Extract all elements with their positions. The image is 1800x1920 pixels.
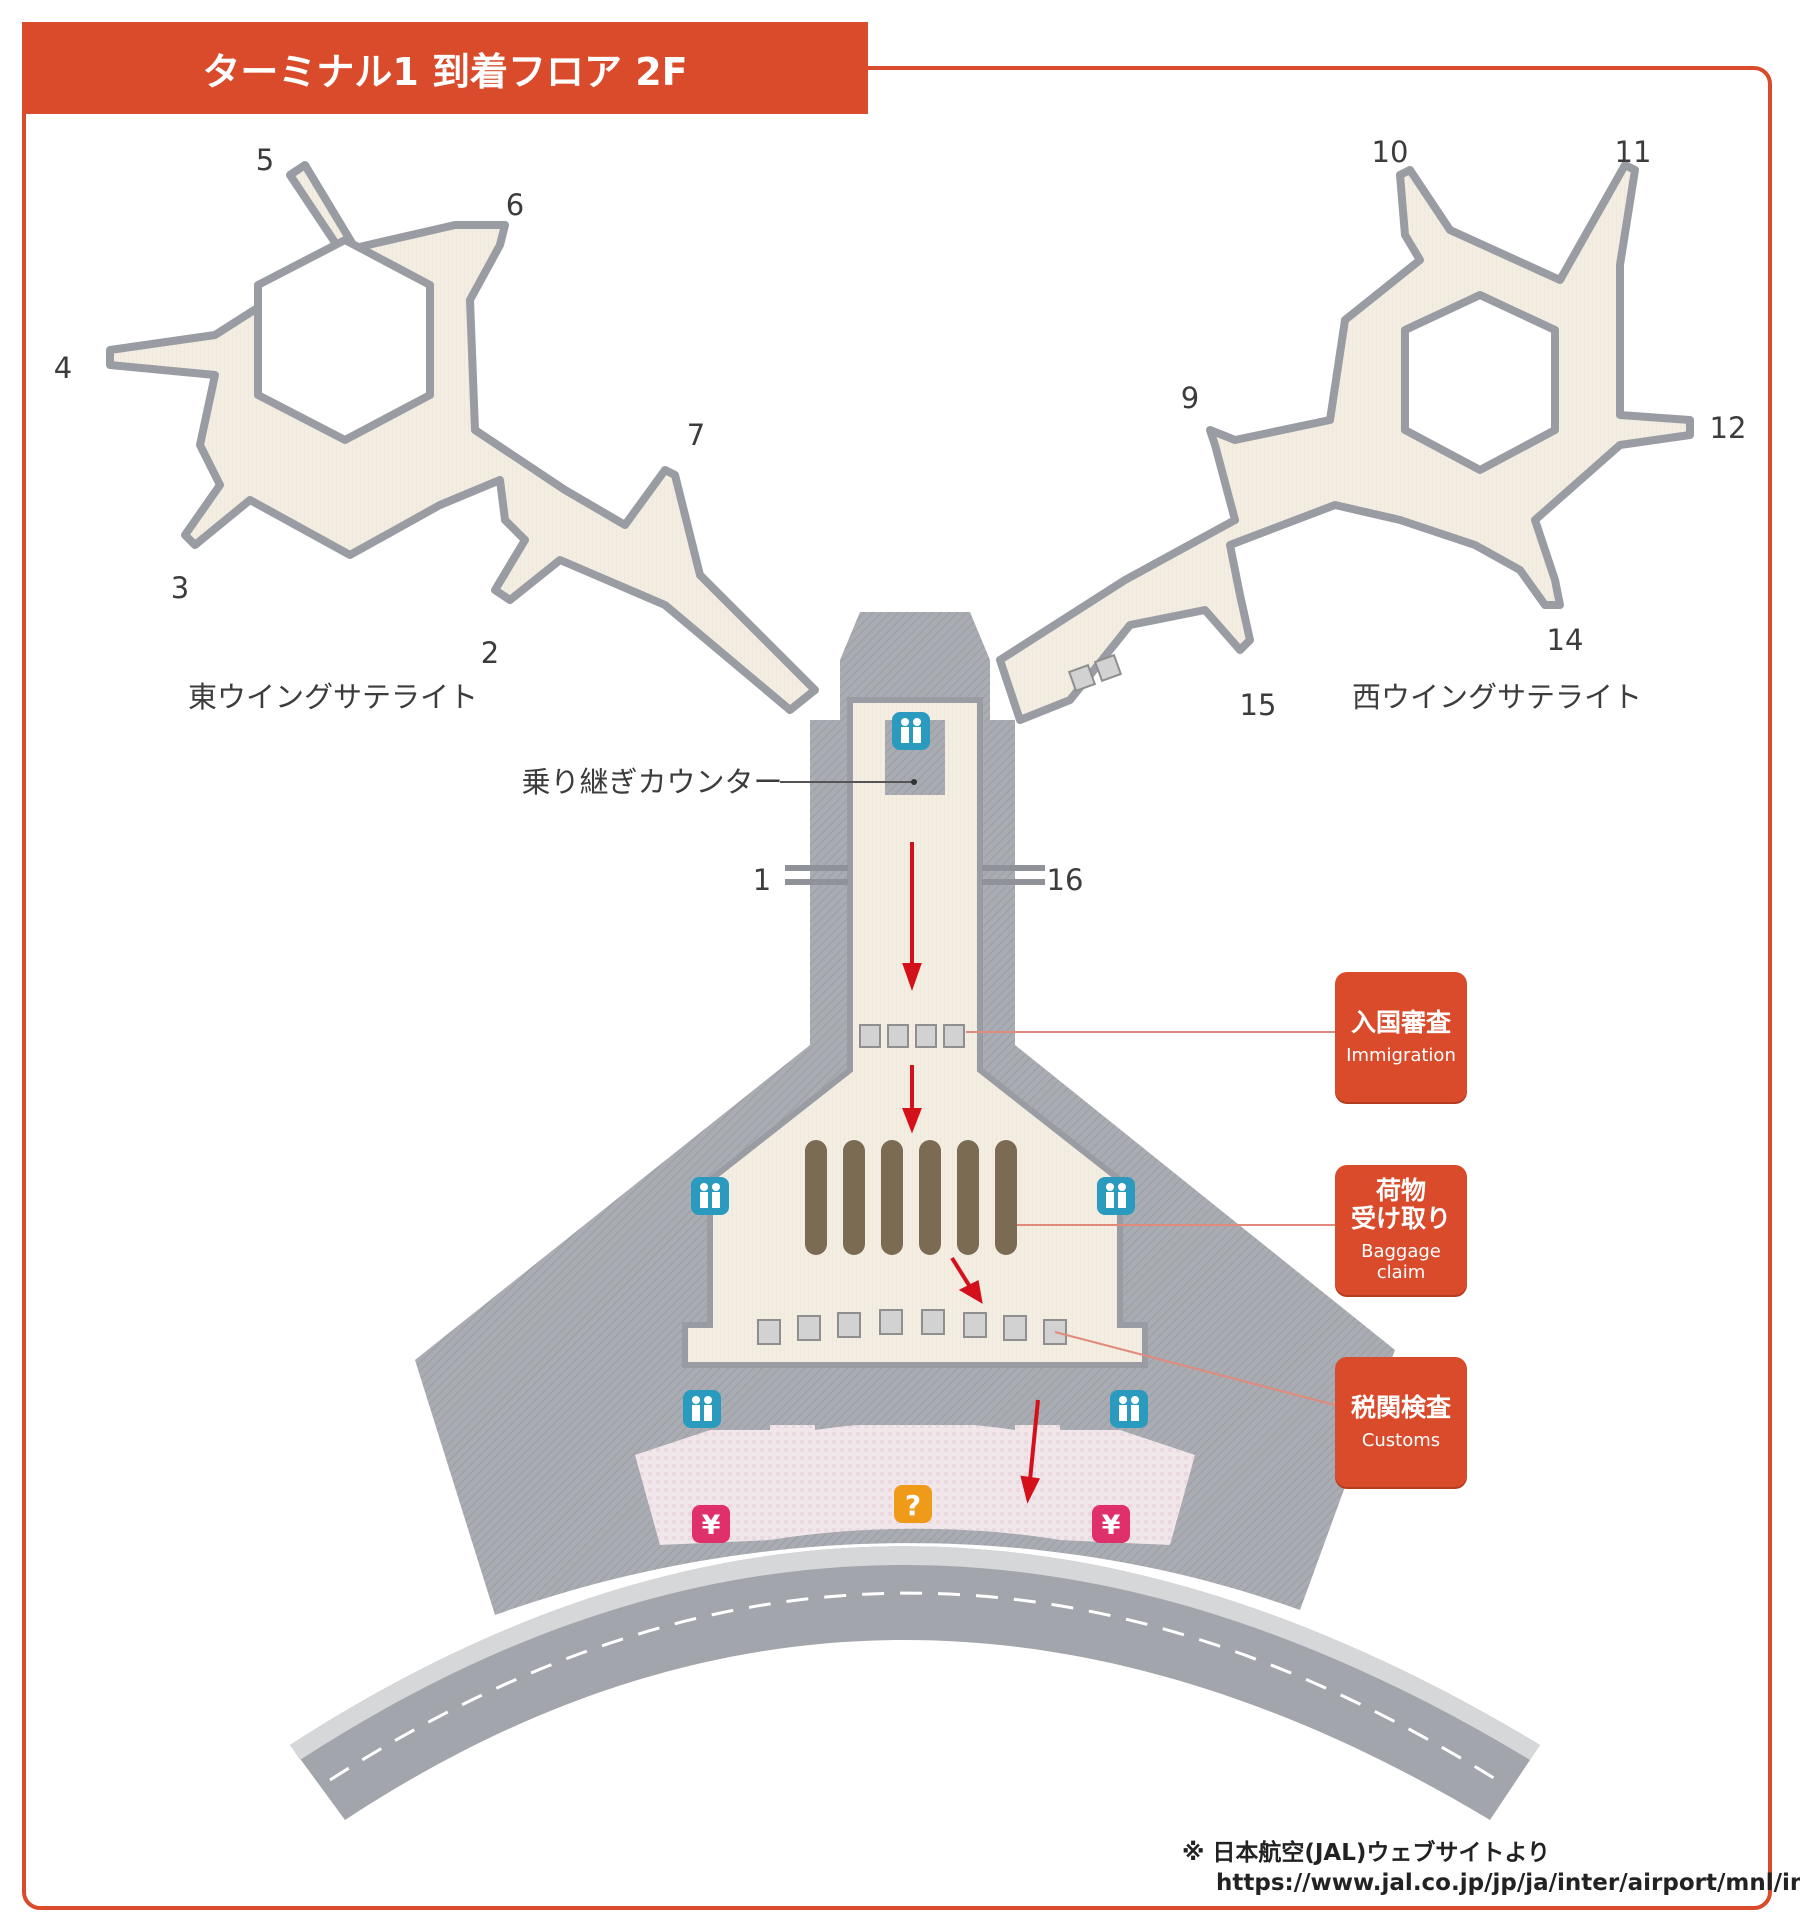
immigration-booths <box>859 1024 965 1048</box>
baggage-carousel <box>843 1140 865 1255</box>
customs-booth <box>757 1319 781 1345</box>
baggage-claim-label: 荷物 受け取り Baggage claim <box>1335 1165 1467 1295</box>
west-wing-label: 西ウイングサテライト <box>1352 680 1642 714</box>
customs-booth <box>963 1312 987 1338</box>
transit-booth <box>1093 653 1123 683</box>
page-title: ターミナル1 到着フロア 2F <box>22 22 868 114</box>
baggage-claim-label-en: Baggage claim <box>1361 1241 1441 1283</box>
direction-arrow-icon <box>950 1256 983 1304</box>
arrival-hall <box>635 1410 1195 1545</box>
source-credit: ※ 日本航空(JAL)ウェブサイトより https://www.jal.co.j… <box>1182 1838 1800 1898</box>
east-wing-label: 東ウイングサテライト <box>188 680 478 714</box>
gate-number: 4 <box>54 351 72 385</box>
restroom-icon <box>683 1390 721 1428</box>
immigration-booth <box>915 1024 937 1048</box>
baggage-carousel <box>995 1140 1017 1255</box>
information-icon: ? <box>894 1485 932 1523</box>
svg-text:¥: ¥ <box>702 1510 721 1541</box>
gate-number: 14 <box>1547 623 1584 657</box>
transit-booths <box>1067 653 1123 693</box>
customs-booth <box>797 1315 821 1341</box>
immigration-label-ja: 入国審査 <box>1350 1007 1451 1037</box>
gate-number: 16 <box>1047 863 1084 897</box>
customs-booths <box>757 1309 1067 1345</box>
customs-callout <box>1054 1331 1336 1406</box>
immigration-booth <box>859 1024 881 1048</box>
baggage-carousels <box>805 1140 1017 1255</box>
gate-number: 11 <box>1615 135 1652 169</box>
access-road <box>290 1546 1540 1820</box>
svg-text:¥: ¥ <box>1102 1510 1121 1541</box>
baggage-carousel <box>957 1140 979 1255</box>
direction-arrows <box>902 842 1041 1504</box>
gate-number: 7 <box>687 418 705 452</box>
baggage-carousel <box>805 1140 827 1255</box>
baggage-claim-label-ja-line2: 受け取り <box>1350 1204 1451 1233</box>
source-credit-text: ※ 日本航空(JAL)ウェブサイトより <box>1182 1840 1550 1866</box>
immigration-label: 入国審査 Immigration <box>1335 972 1467 1102</box>
customs-wall-center <box>815 1370 1015 1430</box>
transfer-counter-label: 乗り継ぎカウンター <box>521 765 782 799</box>
direction-arrow-icon <box>902 1065 922 1134</box>
restroom-icons <box>683 712 1148 1428</box>
customs-booth <box>879 1309 903 1335</box>
gate-number: 1 <box>753 863 771 897</box>
source-url[interactable]: https://www.jal.co.jp/jp/ja/inter/airpor… <box>1216 1870 1800 1896</box>
direction-arrow-icon <box>902 842 922 992</box>
transfer-callout-dot <box>911 779 917 785</box>
customs-label-en: Customs <box>1361 1429 1441 1451</box>
gate-numbers: 1 2 3 4 5 6 7 9 10 11 12 14 15 16 <box>54 135 1747 897</box>
gate-number: 12 <box>1710 411 1747 445</box>
immigration-booth <box>943 1024 965 1048</box>
customs-booth <box>921 1309 945 1335</box>
customs-booth <box>837 1312 861 1338</box>
currency-exchange-icon: ¥ <box>692 1505 730 1543</box>
restroom-icon <box>691 1177 729 1215</box>
gate-number: 2 <box>481 636 499 670</box>
immigration-booth <box>887 1024 909 1048</box>
gate-number: 6 <box>506 188 524 222</box>
baggage-claim-label-ja-line1: 荷物 <box>1375 1176 1426 1205</box>
customs-label: 税関検査 Customs <box>1335 1357 1467 1487</box>
west-wing <box>996 161 1694 724</box>
customs-label-ja: 税関検査 <box>1350 1392 1451 1422</box>
road-edge <box>290 1546 1540 1760</box>
gate-number: 15 <box>1240 688 1277 722</box>
gate-number: 5 <box>256 143 274 177</box>
baggage-carousel <box>881 1140 903 1255</box>
restroom-icon <box>892 712 930 750</box>
east-wing <box>106 161 819 714</box>
restroom-icon <box>1097 1177 1135 1215</box>
road-center-line <box>329 1591 1506 1787</box>
callout-lines <box>966 1031 1336 1406</box>
gate-number: 3 <box>171 571 189 605</box>
transit-booth <box>1067 663 1097 693</box>
currency-exchange-icon: ¥ <box>1092 1505 1130 1543</box>
baggage-carousel <box>919 1140 941 1255</box>
immigration-label-en: Immigration <box>1346 1044 1456 1066</box>
svg-text:?: ? <box>905 1489 921 1522</box>
gate-number: 9 <box>1181 381 1199 415</box>
hub-building <box>840 612 990 720</box>
gate-bridges <box>785 865 1045 885</box>
direction-arrow-icon <box>1020 1399 1041 1504</box>
customs-booth <box>1003 1315 1027 1341</box>
map-frame <box>22 66 1772 1910</box>
gate-number: 10 <box>1372 135 1409 169</box>
restroom-icon <box>1110 1390 1148 1428</box>
